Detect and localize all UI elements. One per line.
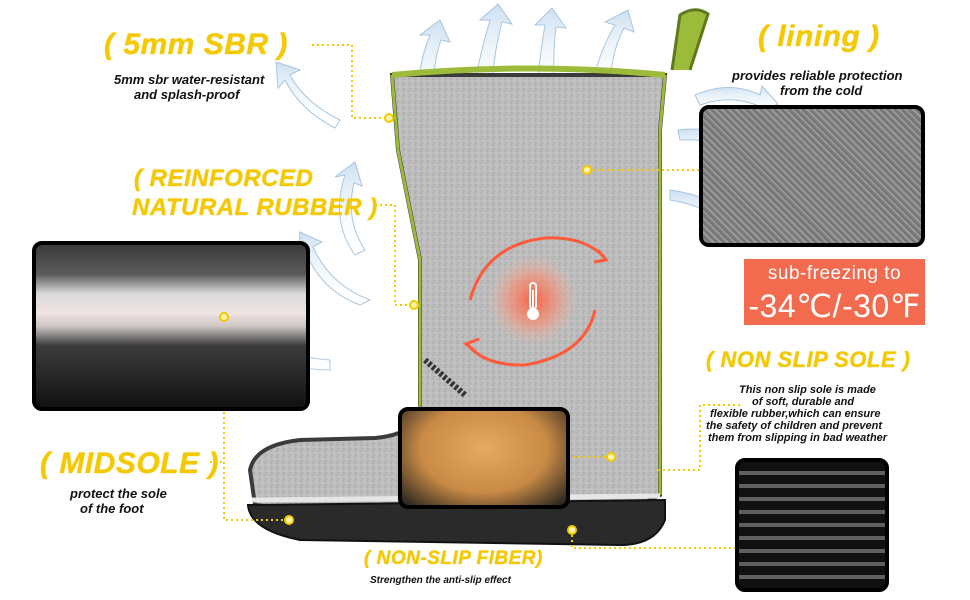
sole-desc-line-1: This non slip sole is made: [739, 384, 876, 396]
sole-title: ( NON SLIP SOLE ): [706, 347, 911, 372]
sole-desc-line-3: flexible rubber,which can ensure: [710, 408, 881, 420]
fiber-title: ( NON-SLIP FIBER): [364, 548, 543, 569]
lining-detail-image: [699, 105, 925, 247]
sole-desc-line-2: of soft, durable and: [752, 396, 855, 408]
rubber-title-line-2: NATURAL RUBBER ): [132, 194, 378, 221]
circular-arrows-icon: [463, 236, 609, 367]
lining-title: ( lining ): [758, 20, 880, 53]
sole-desc-line-4: the safety of children and prevent: [706, 420, 883, 432]
temperature-line-1: sub-freezing to: [767, 263, 902, 284]
boot-sole: [246, 498, 666, 547]
sbr-desc-line-2: and splash-proof: [134, 87, 240, 102]
pull-loop: [670, 8, 710, 71]
sbr-desc-line-1: 5mm sbr water-resistant: [114, 72, 265, 87]
fiber-marker: [606, 452, 616, 462]
thermometer-icon: [527, 282, 539, 320]
midsole-desc-line-2: of the foot: [80, 501, 144, 516]
lining-desc-line-1: provides reliable protection: [732, 68, 903, 83]
rubber-marker: [409, 300, 419, 310]
midsole-marker: [219, 312, 229, 322]
sole-desc-line-5: them from slipping in bad weather: [708, 432, 888, 444]
lining-marker: [582, 165, 592, 175]
sbr-title: ( 5mm SBR ): [104, 28, 288, 61]
temperature-line-2: -34℃/-30℉: [748, 288, 921, 324]
midsole-base-marker: [284, 515, 294, 525]
midsole-desc-line-1: protect the sole: [70, 486, 167, 501]
midsole-detail-image: [32, 241, 310, 411]
fiber-detail-image: [398, 407, 570, 509]
sbr-marker: [384, 113, 394, 123]
temperature-badge: sub-freezing to -34℃/-30℉: [744, 259, 925, 325]
lining-desc-line-2: from the cold: [780, 83, 863, 98]
sole-detail-image: [735, 458, 889, 592]
sole-marker: [567, 525, 577, 535]
midsole-title: ( MIDSOLE ): [40, 447, 219, 480]
rubber-title-line-1: ( REINFORCED: [134, 165, 314, 192]
fiber-desc: Strengthen the anti-slip effect: [370, 575, 511, 586]
